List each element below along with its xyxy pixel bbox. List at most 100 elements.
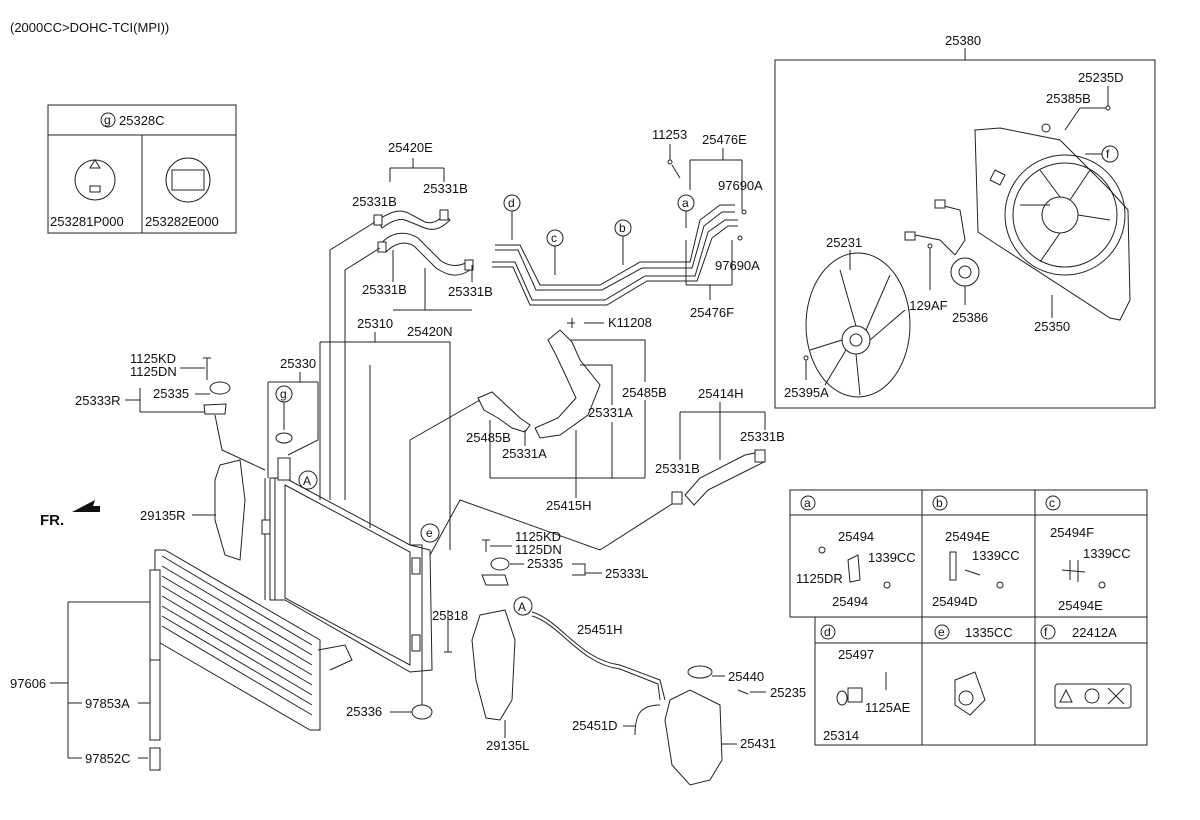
part-25476E[interactable]: 25476E: [702, 132, 747, 147]
part-25386[interactable]: 25386: [952, 310, 988, 325]
part-25336[interactable]: 25336: [346, 704, 382, 719]
part-25331A-b[interactable]: 25331A: [502, 446, 547, 461]
part-25331B-d[interactable]: 25331B: [448, 284, 493, 299]
callout-c-top[interactable]: c: [551, 231, 557, 245]
detail-d-25497[interactable]: 25497: [838, 647, 874, 662]
condenser: [149, 549, 353, 731]
detail-e-1335CC[interactable]: 1335CC: [965, 625, 1013, 640]
reservoir-cap: [687, 665, 713, 679]
detail-a-1339CC[interactable]: 1339CC: [868, 550, 916, 565]
part-1125KD-l[interactable]: 1125KD: [515, 529, 561, 544]
callout-A-reservoir[interactable]: A: [518, 600, 526, 614]
part-25415H[interactable]: 25415H: [546, 498, 592, 513]
callout-b-top[interactable]: b: [619, 221, 626, 235]
part-29135L[interactable]: 29135L: [486, 738, 529, 753]
part-25451H[interactable]: 25451H: [577, 622, 623, 637]
part-253281P000[interactable]: 253281P000: [50, 214, 124, 229]
part-25431[interactable]: 25431: [740, 736, 776, 751]
part-25380[interactable]: 25380: [945, 33, 981, 48]
part-25231[interactable]: 25231: [826, 235, 862, 250]
callout-g-box[interactable]: g: [104, 113, 111, 127]
detail-a-25494-top[interactable]: 25494: [838, 529, 874, 544]
part-97690A-b[interactable]: 97690A: [715, 258, 760, 273]
detail-d-letter[interactable]: d: [824, 625, 831, 639]
part-25331B-b[interactable]: 25331B: [423, 181, 468, 196]
callout-g[interactable]: g: [280, 387, 287, 401]
lower-hose-b: [477, 391, 531, 433]
detail-b-letter[interactable]: b: [936, 496, 943, 510]
part-97853A[interactable]: 97853A: [85, 696, 130, 711]
detail-c-25494F[interactable]: 25494F: [1050, 525, 1094, 540]
part-25331B-c[interactable]: 25331B: [362, 282, 407, 297]
air-guard-r: [214, 459, 246, 561]
part-25331A-a[interactable]: 25331A: [588, 405, 633, 420]
bracket-25333R: [203, 403, 227, 415]
part-25235D[interactable]: 25235D: [1078, 70, 1124, 85]
part-25335-r[interactable]: 25335: [153, 386, 189, 401]
part-K11208[interactable]: K11208: [608, 315, 652, 330]
detail-f-22412A[interactable]: 22412A: [1072, 625, 1117, 640]
detail-b-25494D[interactable]: 25494D: [932, 594, 978, 609]
detail-b-25494E[interactable]: 25494E: [945, 529, 990, 544]
part-25420E[interactable]: 25420E: [388, 140, 433, 155]
part-25328C[interactable]: 25328C: [119, 113, 165, 128]
callout-f[interactable]: f: [1106, 147, 1110, 161]
receiver-drier: [149, 659, 161, 741]
part-25485B-a[interactable]: 25485B: [622, 385, 667, 400]
air-guard-l: [471, 609, 516, 721]
coolant-reservoir: [664, 689, 723, 786]
part-97606[interactable]: 97606: [10, 676, 46, 691]
part-25420N[interactable]: 25420N: [407, 324, 453, 339]
part-25350[interactable]: 25350: [1034, 319, 1070, 334]
detail-a-letter[interactable]: a: [804, 496, 811, 510]
fan-shroud: [974, 123, 1131, 321]
mount-bushing-r: [209, 381, 231, 395]
part-25318[interactable]: 25318: [432, 608, 468, 623]
part-25333R[interactable]: 25333R: [75, 393, 121, 408]
part-97690A-a[interactable]: 97690A: [718, 178, 763, 193]
part-25331B-f[interactable]: 25331B: [655, 461, 700, 476]
detail-b-1339CC[interactable]: 1339CC: [972, 548, 1020, 563]
part-29135R[interactable]: 29135R: [140, 508, 186, 523]
callout-e[interactable]: e: [426, 526, 433, 540]
fan-wiring: [914, 204, 966, 256]
callout-A-radiator[interactable]: A: [303, 474, 311, 488]
part-25395A[interactable]: 25395A: [784, 385, 829, 400]
detail-c-letter[interactable]: c: [1049, 496, 1055, 510]
detail-d-25314[interactable]: 25314: [823, 728, 859, 743]
detail-c-25494E[interactable]: 25494E: [1058, 598, 1103, 613]
detail-f-letter[interactable]: f: [1044, 625, 1048, 639]
part-25485B-b[interactable]: 25485B: [466, 430, 511, 445]
callout-a-top[interactable]: a: [682, 196, 689, 210]
part-25440[interactable]: 25440: [728, 669, 764, 684]
part-1125DN-l[interactable]: 1125DN: [515, 542, 562, 557]
part-97852C[interactable]: 97852C: [85, 751, 131, 766]
part-25333L[interactable]: 25333L: [605, 566, 648, 581]
callout-d-top[interactable]: d: [508, 196, 515, 210]
part-1125DN-r[interactable]: 1125DN: [130, 364, 177, 379]
part-25330[interactable]: 25330: [280, 356, 316, 371]
detail-a-1125DR[interactable]: 1125DR: [796, 571, 843, 586]
caution-label-2: [165, 157, 211, 203]
part-25335-l[interactable]: 25335: [527, 556, 563, 571]
part-25414H[interactable]: 25414H: [698, 386, 744, 401]
front-arrow-icon: [72, 500, 100, 512]
part-25331B-a[interactable]: 25331B: [352, 194, 397, 209]
front-indicator: FR.: [40, 512, 64, 529]
part-25476F[interactable]: 25476F: [690, 305, 734, 320]
detail-c-1339CC[interactable]: 1339CC: [1083, 546, 1131, 561]
part-11253[interactable]: 11253: [652, 127, 687, 142]
part-25310[interactable]: 25310: [357, 316, 393, 331]
part-25451D[interactable]: 25451D: [572, 718, 618, 733]
detail-e-letter[interactable]: e: [938, 625, 945, 639]
detail-d-1125AE[interactable]: 1125AE: [865, 700, 911, 715]
detail-a-25494-bottom[interactable]: 25494: [832, 594, 868, 609]
part-1125KD-r[interactable]: 1125KD: [130, 351, 176, 366]
part-1129AF[interactable]: 1129AF: [903, 298, 948, 313]
part-253282E000[interactable]: 253282E000: [145, 214, 219, 229]
part-25385B[interactable]: 25385B: [1046, 91, 1091, 106]
part-25331B-e[interactable]: 25331B: [740, 429, 785, 444]
part-25235[interactable]: 25235: [770, 685, 806, 700]
overflow-hose: [531, 611, 666, 701]
